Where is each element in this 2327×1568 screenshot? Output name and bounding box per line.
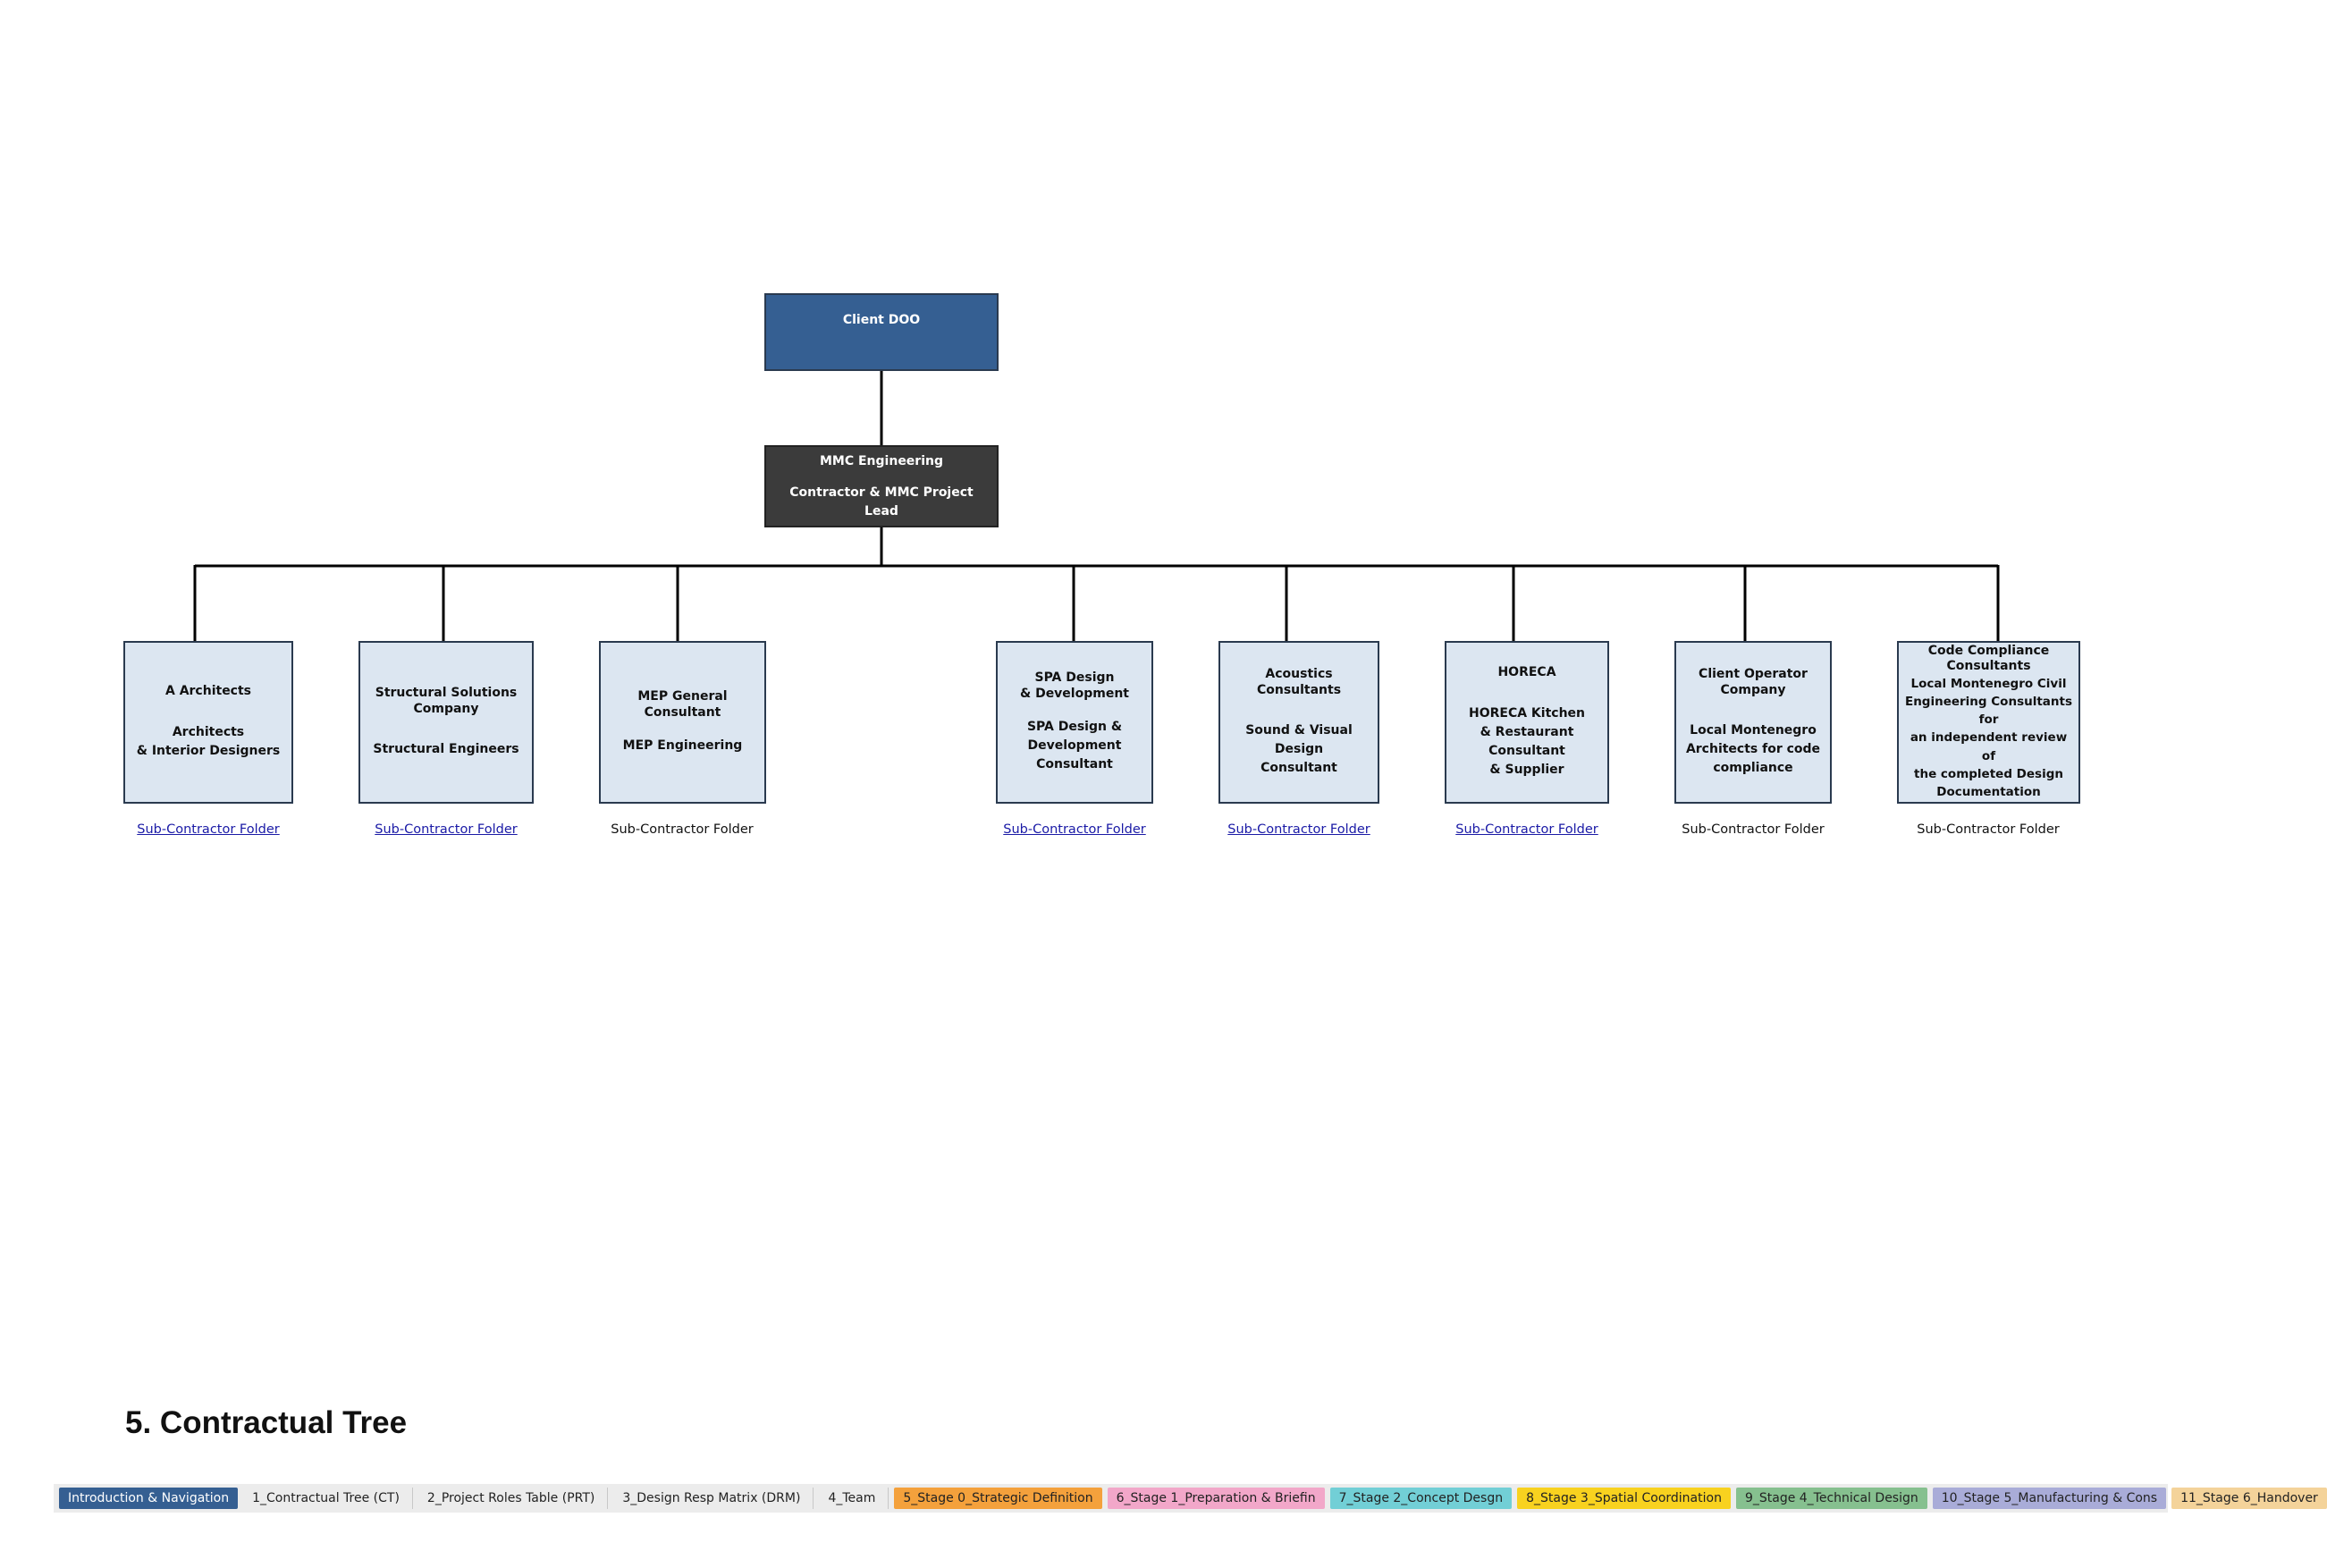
subcontractor-node-client-operator: Client Operator Company Local Montenegro… — [1674, 641, 1832, 804]
subcontractor-folder-link[interactable]: Sub-Contractor Folder — [1227, 822, 1370, 837]
sheet-tab[interactable]: 7_Stage 2_Concept Desgn — [1329, 1488, 1513, 1509]
sheet-tab[interactable]: 10_Stage 5_Manufacturing & Cons — [1932, 1488, 2167, 1509]
subcontractor-name: Structural Solutions Company — [375, 686, 518, 716]
subcontractor-name: A Architects — [164, 684, 252, 699]
subcontractor-folder-label: Sub-Contractor Folder — [1682, 822, 1825, 837]
subcontractor-folder-link[interactable]: Sub-Contractor Folder — [137, 822, 280, 837]
contractor-lead-node: MMC Engineering Contractor & MMC Project… — [764, 445, 999, 527]
sheet-tab[interactable]: 6_Stage 1_Preparation & Briefin — [1107, 1488, 1325, 1509]
subcontractor-name: Client Operator Company — [1699, 667, 1808, 697]
lead-name: MMC Engineering — [819, 454, 943, 468]
subcontractor-folder-link[interactable]: Sub-Contractor Folder — [375, 822, 518, 837]
subcontractor-name: Acoustics Consultants — [1256, 667, 1342, 697]
subcontractor-role: MEP Engineering — [622, 738, 743, 753]
subcontractor-name: HORECA — [1497, 665, 1556, 680]
client-name: Client DOO — [842, 313, 921, 327]
subcontractor-folder-link[interactable]: Sub-Contractor Folder — [1003, 822, 1146, 837]
subcontractor-role: SPA Design & Development Consultant — [1026, 720, 1123, 771]
subcontractor-folder-label: Sub-Contractor Folder — [611, 822, 754, 837]
subcontractor-role: Structural Engineers — [373, 742, 519, 756]
sheet-tab[interactable]: 8_Stage 3_Spatial Coordination — [1517, 1488, 1731, 1509]
connector-lines — [193, 371, 2000, 641]
subcontractor-node-acoustics: Acoustics Consultants Sound & Visual Des… — [1218, 641, 1379, 804]
sheet-tab[interactable]: 9_Stage 4_Technical Design — [1735, 1488, 1927, 1509]
sheet-tab[interactable]: 5_Stage 0_Strategic Definition — [894, 1488, 1102, 1509]
sheet-tab[interactable]: 4_Team — [819, 1488, 889, 1509]
subcontractor-role: Local Montenegro Civil Engineering Consu… — [1904, 676, 2073, 800]
subcontractor-node-spa: SPA Design & Development SPA Design & De… — [996, 641, 1153, 804]
subcontractor-name: Code Compliance Consultants — [1927, 643, 2050, 674]
subcontractor-node-mep: MEP General Consultant MEP Engineering — [599, 641, 766, 804]
lead-role: Contractor & MMC Project Lead — [789, 485, 974, 518]
subcontractor-node-horeca: HORECA HORECA Kitchen & Restaurant Consu… — [1445, 641, 1609, 804]
client-node: Client DOO — [764, 293, 999, 371]
subcontractor-role: Sound & Visual Design Consultant — [1245, 723, 1353, 775]
sheet-tab[interactable]: Introduction & Navigation — [59, 1488, 239, 1509]
subcontractor-node-structural: Structural Solutions Company Structural … — [358, 641, 534, 804]
subcontractor-folder-link[interactable]: Sub-Contractor Folder — [1455, 822, 1598, 837]
sheet-tab[interactable]: 11_Stage 6_Handover — [2171, 1488, 2327, 1509]
subcontractor-role: Architects & Interior Designers — [136, 724, 281, 758]
sheet-tab[interactable]: 2_Project Roles Table (PRT) — [418, 1488, 609, 1509]
subcontractor-role: Local Montenegro Architects for code com… — [1685, 723, 1821, 775]
sheet-tab[interactable]: 3_Design Resp Matrix (DRM) — [613, 1488, 814, 1509]
subcontractor-folder-label: Sub-Contractor Folder — [1917, 822, 2060, 837]
subcontractor-name: SPA Design & Development — [1019, 670, 1129, 701]
subcontractor-name: MEP General Consultant — [637, 689, 728, 720]
subcontractor-node-a-architects: A Architects Architects & Interior Desig… — [123, 641, 293, 804]
page-title: 5. Contractual Tree — [125, 1405, 408, 1440]
subcontractor-node-code-compliance: Code Compliance Consultants Local Monten… — [1897, 641, 2080, 804]
subcontractor-role: HORECA Kitchen & Restaurant Consultant &… — [1468, 705, 1585, 777]
sheet-tab[interactable]: 1_Contractual Tree (CT) — [243, 1488, 413, 1509]
